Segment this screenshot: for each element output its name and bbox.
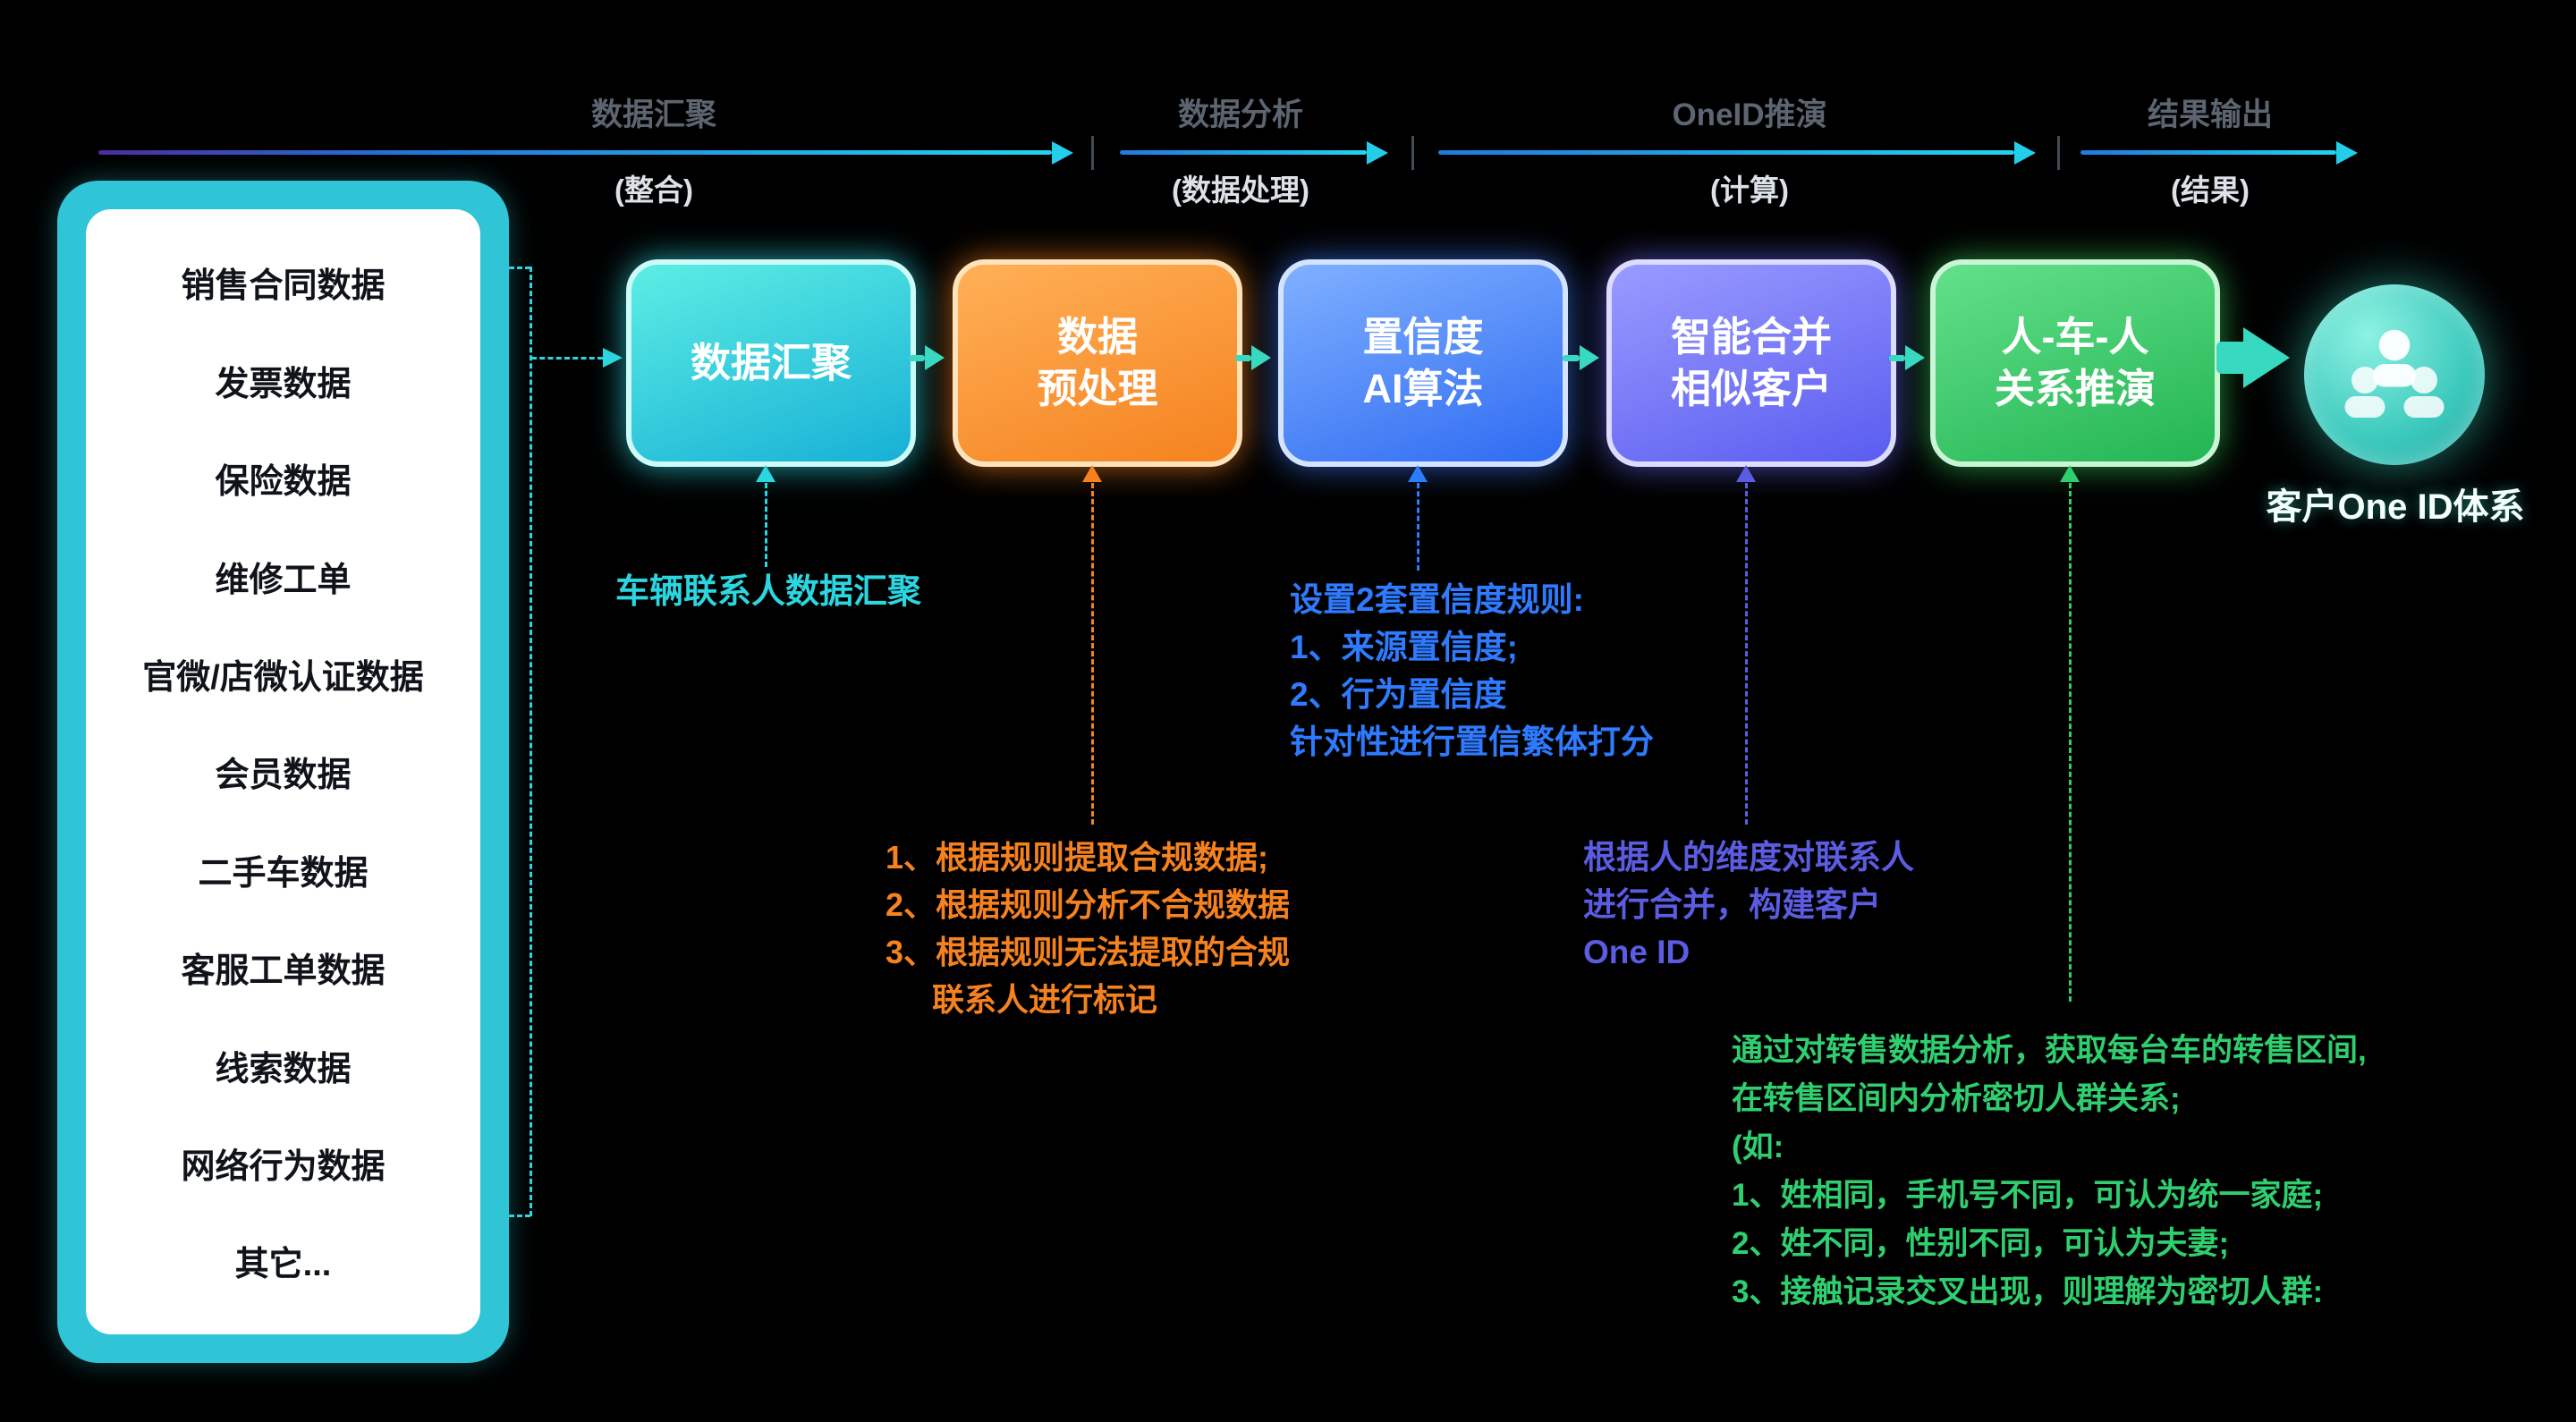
phase-3-arrowhead-icon	[2014, 141, 2036, 165]
note-relation: 通过对转售数据分析，获取每台车的转售区间, 在转售区间内分析密切人群关系; (如…	[1732, 1027, 2367, 1316]
note-line: 在转售区间内分析密切人群关系;	[1732, 1081, 2181, 1116]
phase-4-sub: (结果)	[2171, 174, 2250, 207]
source-item: 销售合同数据	[181, 267, 386, 306]
note-line: 1、姓相同，手机号不同，可认为统一家庭;	[1732, 1178, 2324, 1213]
step-box-aggregation: 数据汇聚	[626, 259, 916, 467]
source-item: 发票数据	[215, 365, 352, 403]
note-confidence: 设置2套置信度规则: 1、来源置信度; 2、行为置信度 针对性进行置信繁体打分	[1290, 576, 1654, 766]
result-badge	[2304, 284, 2485, 465]
step-box-relation: 人-车-人 关系推演	[1930, 259, 2220, 467]
step-label: 数据	[1056, 314, 1138, 360]
note-line: 联系人进行标记	[932, 981, 1158, 1018]
step-box-merge: 智能合并 相似客户	[1606, 259, 1896, 467]
source-connector-bottom	[509, 1215, 530, 1217]
source-item: 维修工单	[215, 561, 352, 599]
phase-1-sub: (整合)	[614, 174, 693, 207]
phase-divider-1	[1091, 136, 1094, 170]
source-item: 客服工单数据	[181, 952, 386, 991]
note-line: One ID	[1583, 934, 1690, 970]
note-arrowhead-icon	[1082, 465, 1102, 482]
phase-4-label: 结果输出	[2147, 97, 2274, 132]
note-arrow-merge	[1745, 483, 1748, 825]
phase-3-label: OneID推演	[1672, 97, 1827, 132]
note-merge: 根据人的维度对联系人 进行合并，构建客户 One ID	[1583, 834, 1914, 976]
phase-divider-3	[2057, 136, 2060, 170]
step-label: 预处理	[1037, 366, 1158, 411]
flow-arrow-icon	[1235, 355, 1251, 361]
source-item: 其它...	[234, 1246, 332, 1284]
phase-1-arrow	[98, 150, 1052, 155]
source-item: 官微/店微认证数据	[142, 659, 424, 698]
step-label: 置信度	[1362, 314, 1484, 360]
step-label: 相似客户	[1670, 366, 1832, 411]
note-line: 进行合并，构建客户	[1583, 886, 1881, 923]
step-label: 关系推演	[1994, 366, 2156, 411]
step-box-confidence: 置信度 AI算法	[1278, 259, 1568, 467]
note-arrow-relation	[2069, 483, 2072, 1002]
step-box-preprocess: 数据 预处理	[953, 259, 1242, 467]
source-panel: 销售合同数据 发票数据 保险数据 维修工单 官微/店微认证数据 会员数据 二手车…	[57, 181, 509, 1363]
note-aggregation: 车辆联系人数据汇聚	[615, 567, 921, 617]
phase-2-arrow	[1120, 150, 1367, 155]
flow-arrowhead-icon	[1251, 345, 1271, 370]
note-preprocess: 1、根据规则提取合规数据; 2、根据规则分析不合规数据 3、根据规则无法提取的合…	[886, 834, 1290, 1023]
note-arrowhead-icon	[1408, 465, 1428, 482]
note-line: 车辆联系人数据汇聚	[615, 573, 922, 611]
note-line: 1、来源置信度;	[1290, 629, 1518, 665]
people-icon	[2344, 329, 2445, 418]
phase-4-arrowhead-icon	[2336, 141, 2358, 165]
source-connector-vertical	[530, 267, 532, 1216]
note-line: 通过对转售数据分析，获取每台车的转售区间,	[1732, 1033, 2367, 1068]
result-label: 客户One ID体系	[2266, 487, 2525, 527]
flow-arrow-icon	[909, 355, 925, 361]
phase-3-arrow	[1438, 150, 2014, 155]
flow-arrowhead-icon	[1905, 345, 1925, 370]
note-arrowhead-icon	[2060, 465, 2080, 482]
note-line: 设置2套置信度规则:	[1290, 581, 1584, 618]
phase-2-label: 数据分析	[1177, 97, 1304, 132]
note-line: 根据人的维度对联系人	[1583, 839, 1914, 876]
phase-1-arrowhead-icon	[1052, 141, 1073, 165]
source-item: 网络行为数据	[181, 1148, 386, 1187]
phase-1-label: 数据汇聚	[590, 97, 717, 132]
note-line: 1、根据规则提取合规数据;	[886, 839, 1269, 876]
step-label: 智能合并	[1670, 314, 1832, 360]
flow-arrowhead-icon	[925, 345, 945, 370]
phase-2-arrowhead-icon	[1367, 141, 1388, 165]
step-label: AI算法	[1362, 366, 1484, 411]
source-to-step-arrow	[531, 357, 603, 360]
result-arrow-icon	[2216, 342, 2243, 374]
note-line: 2、姓不同，性别不同，可认为夫妻;	[1732, 1226, 2230, 1261]
note-arrow-preprocess	[1091, 483, 1094, 825]
source-item: 会员数据	[215, 757, 352, 795]
note-line: 3、根据规则无法提取的合规	[886, 934, 1291, 970]
note-line: 2、根据规则分析不合规数据	[886, 886, 1291, 923]
flow-arrowhead-icon	[1580, 345, 1599, 370]
source-item: 线索数据	[215, 1050, 352, 1088]
note-arrowhead-icon	[756, 465, 775, 482]
phase-4-arrow	[2080, 150, 2336, 155]
source-item: 保险数据	[215, 463, 352, 502]
note-line: (如:	[1732, 1130, 1784, 1164]
flow-arrow-icon	[1563, 355, 1580, 361]
step-label: 数据汇聚	[690, 340, 852, 386]
note-arrowhead-icon	[1736, 465, 1756, 482]
phase-2-sub: (数据处理)	[1172, 174, 1309, 207]
phase-3-sub: (计算)	[1710, 174, 1789, 207]
note-line: 针对性进行置信繁体打分	[1290, 724, 1654, 760]
phase-divider-2	[1411, 136, 1414, 170]
source-item: 二手车数据	[198, 854, 369, 893]
note-arrow-confidence	[1417, 483, 1419, 571]
note-line: 3、接触记录交叉出现，则理解为密切人群:	[1732, 1274, 2324, 1309]
source-list: 销售合同数据 发票数据 保险数据 维修工单 官微/店微认证数据 会员数据 二手车…	[86, 209, 480, 1334]
step-label: 人-车-人	[2001, 314, 2149, 360]
note-arrow-aggregation	[765, 483, 767, 567]
result-arrowhead-icon	[2243, 327, 2290, 388]
flow-arrow-icon	[1889, 355, 1905, 361]
source-to-step-arrowhead-icon	[603, 348, 623, 368]
source-connector-top	[509, 267, 530, 269]
note-line: 2、行为置信度	[1290, 676, 1507, 713]
